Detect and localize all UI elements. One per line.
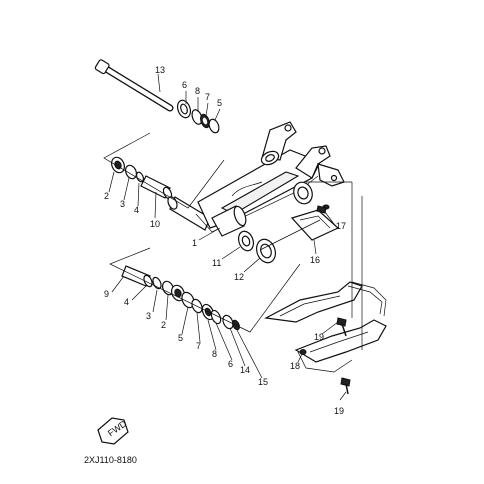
upper-seal-stack <box>176 99 220 134</box>
callout-7: 7 <box>205 92 210 102</box>
chain-guide <box>290 204 340 241</box>
callout-19-lower: 19 <box>334 406 344 416</box>
callout-9: 9 <box>104 289 109 299</box>
assembly-guide-lines <box>103 132 363 350</box>
callout-3: 3 <box>120 199 125 209</box>
callout-1: 1 <box>192 238 197 248</box>
callout-leaders <box>108 73 347 401</box>
callout-16: 16 <box>310 255 320 265</box>
lower-bushing-stack <box>121 265 240 331</box>
callout-4-lower: 4 <box>124 297 129 307</box>
upper-left-collars <box>110 156 145 183</box>
callout-15: 15 <box>258 377 268 387</box>
callout-4: 4 <box>134 205 139 215</box>
callout-3-lower: 3 <box>146 311 151 321</box>
callout-2: 2 <box>104 191 109 201</box>
callout-5-lower: 5 <box>178 333 183 343</box>
callout-labels: 13 6 8 7 5 2 3 4 10 1 11 12 16 17 9 4 3 … <box>104 65 346 416</box>
callout-6: 6 <box>182 80 187 90</box>
callout-17: 17 <box>336 221 346 231</box>
forward-direction-icon: FWD <box>97 417 129 445</box>
callout-19-upper: 19 <box>314 332 324 342</box>
upper-bushing <box>140 175 173 200</box>
callout-7-lower: 7 <box>196 341 201 351</box>
pivot-shaft <box>94 59 174 112</box>
callout-18: 18 <box>290 361 300 371</box>
callout-8-lower: 8 <box>212 349 217 359</box>
callout-10: 10 <box>150 219 160 229</box>
callout-6-lower: 6 <box>228 359 233 369</box>
callout-11: 11 <box>212 258 221 268</box>
callout-13: 13 <box>155 65 165 75</box>
callout-12: 12 <box>234 272 244 282</box>
callout-5: 5 <box>217 98 222 108</box>
rear-arm <box>167 121 345 237</box>
footrest-assembly <box>264 281 387 373</box>
callout-14: 14 <box>240 365 250 375</box>
middle-bushing-and-seal <box>237 230 277 264</box>
callout-8: 8 <box>195 86 200 96</box>
diagram-code: 2XJ110-8180 <box>84 455 137 465</box>
footrest-bolts <box>316 205 351 395</box>
callout-2-lower: 2 <box>161 320 166 330</box>
